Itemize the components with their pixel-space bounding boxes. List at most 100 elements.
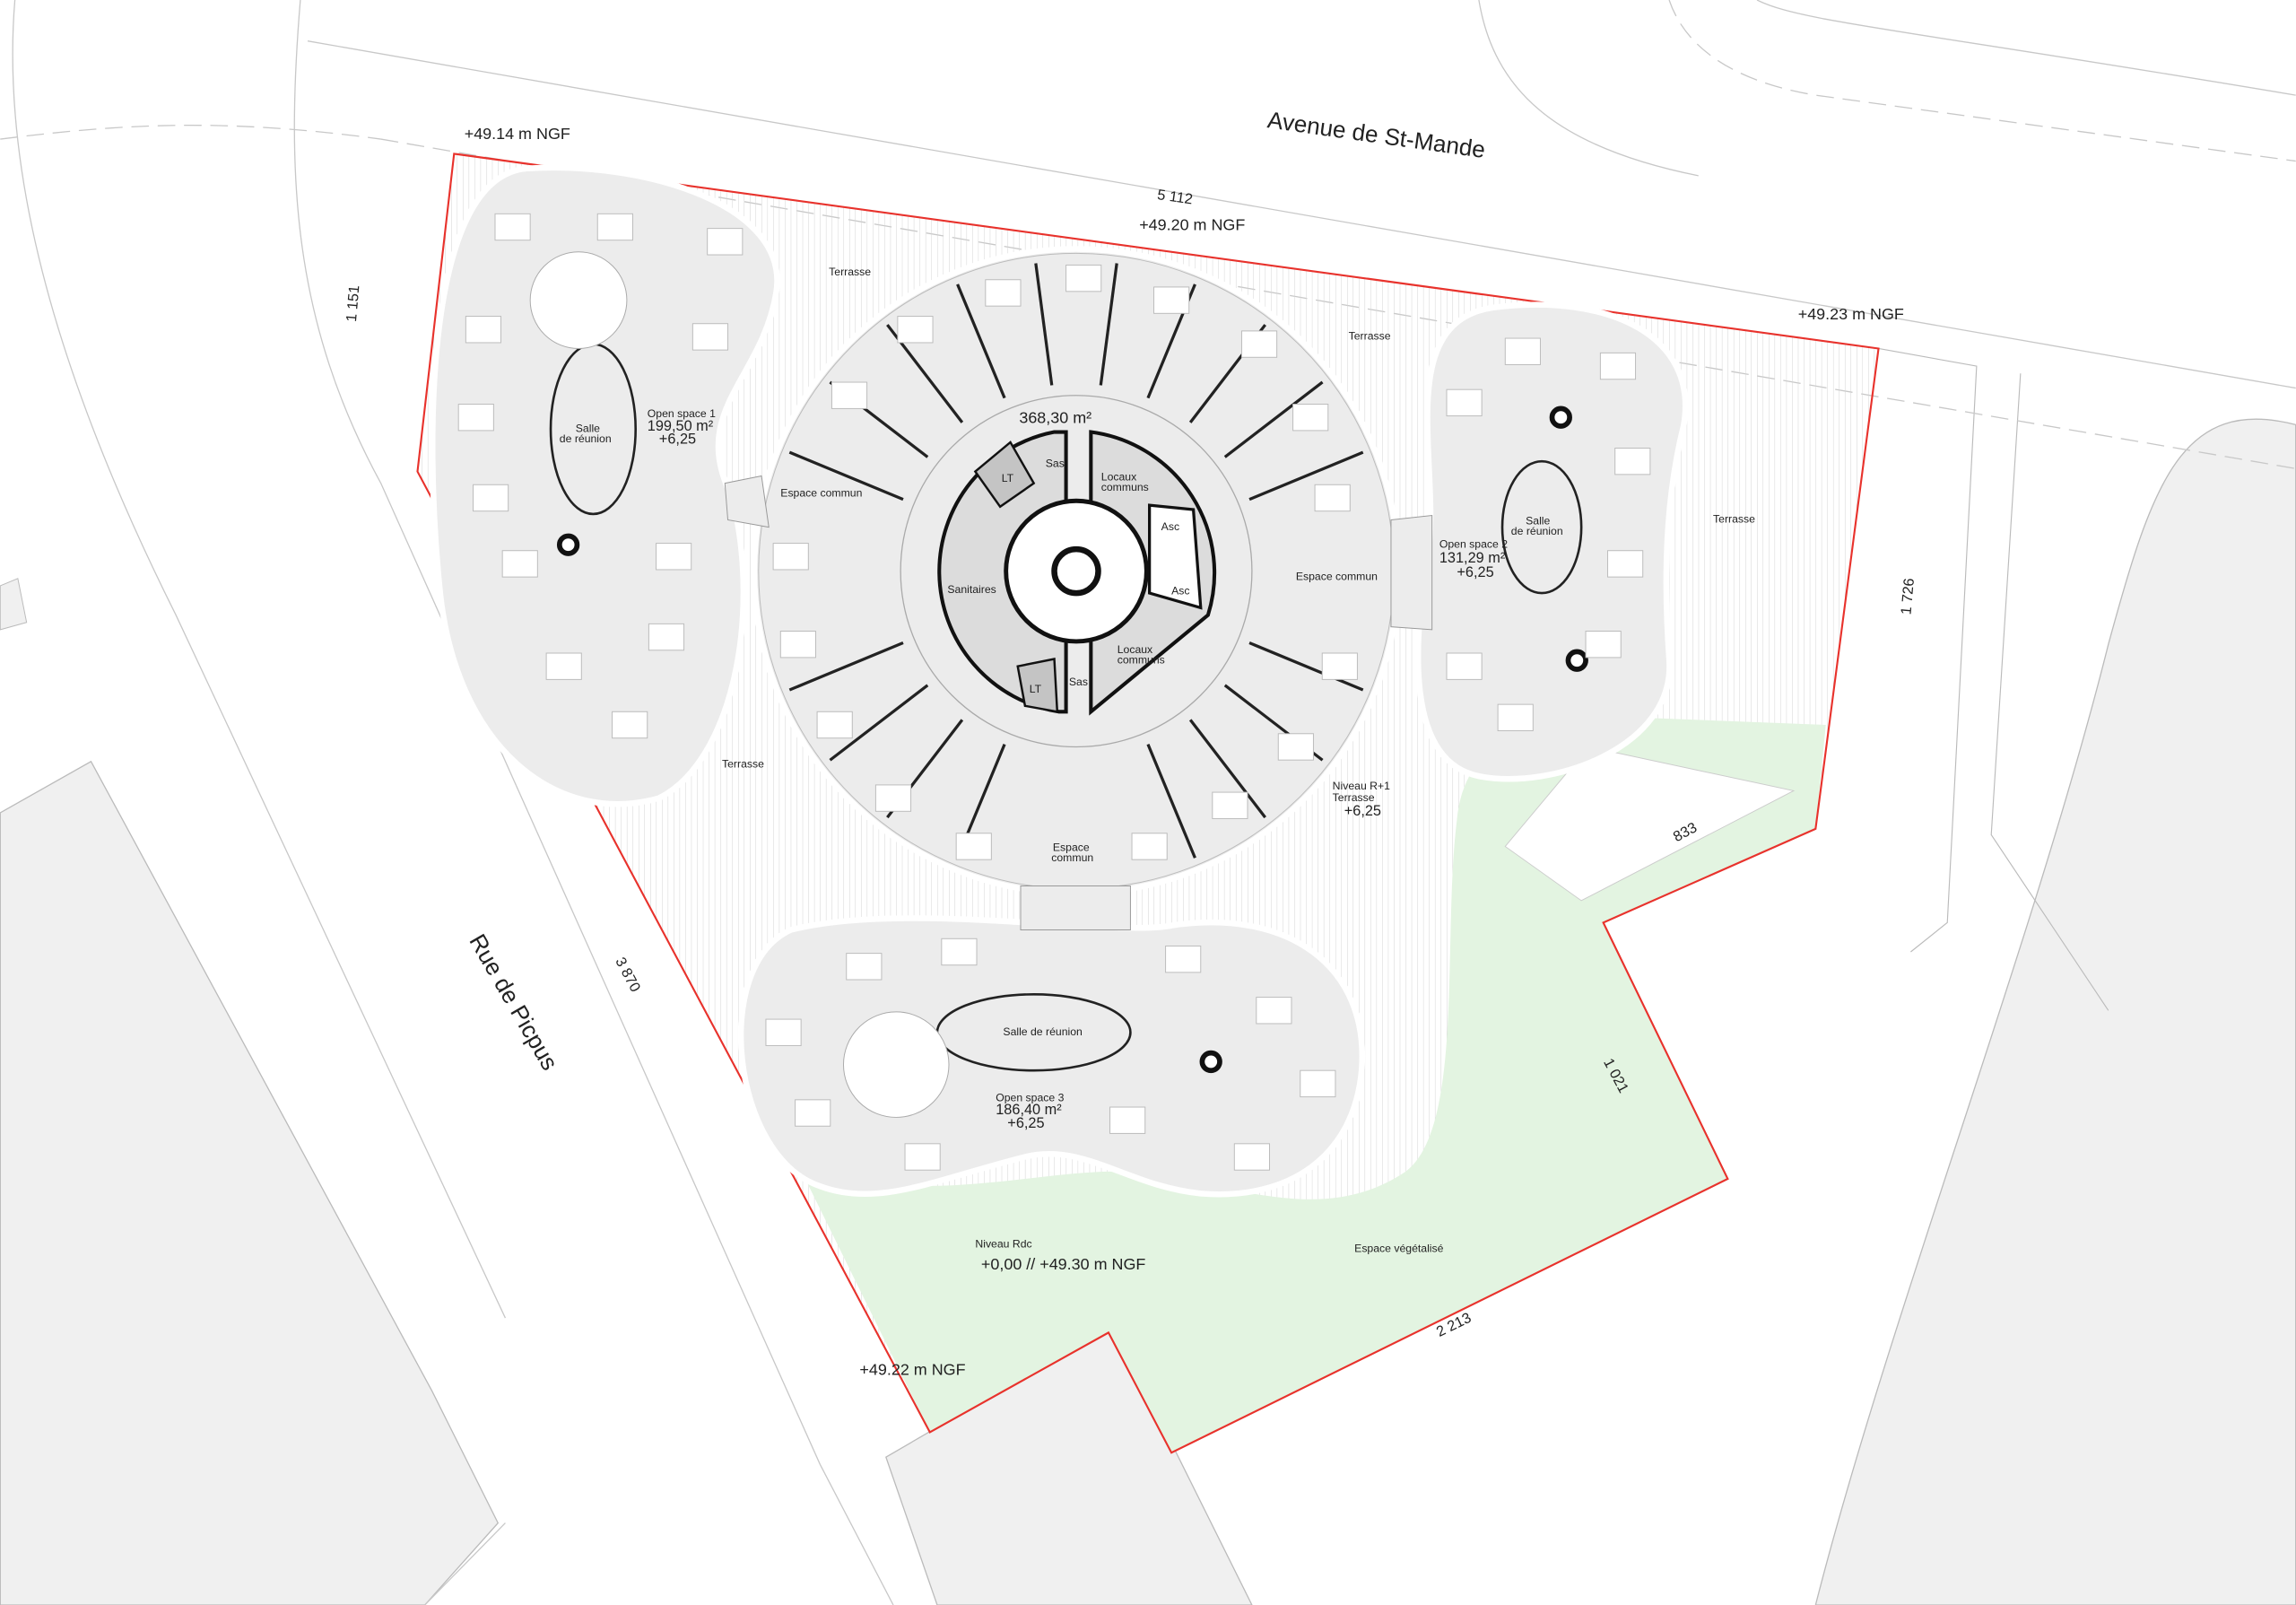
desks <box>457 213 1651 1171</box>
desk-cluster <box>1240 330 1278 358</box>
desk-cluster <box>765 1018 802 1046</box>
partition-wall <box>1248 450 1364 502</box>
desk-cluster <box>904 1143 941 1171</box>
desk-cluster <box>612 711 648 739</box>
ngf-sw: +49.22 m NGF <box>859 1361 965 1379</box>
rdc-value: +0,00 // +49.30 m NGF <box>981 1255 1145 1273</box>
room-locaux-bottom-1: Locaux <box>1118 643 1152 656</box>
street-west: Rue de Picpus <box>464 929 563 1075</box>
desk-cluster <box>897 316 934 344</box>
desk-cluster <box>1153 286 1190 314</box>
partition-wall <box>788 450 904 502</box>
desk-cluster <box>955 833 992 860</box>
desk-cluster <box>1292 404 1329 432</box>
partition-wall <box>1248 641 1364 692</box>
desk-cluster <box>545 652 582 680</box>
dim-west-top: 1 151 <box>344 284 362 322</box>
desk-cluster <box>648 623 685 651</box>
central-area: 368,30 m² <box>1019 409 1091 427</box>
desk-cluster <box>1504 337 1541 365</box>
desk-cluster <box>1165 945 1202 973</box>
os1-meeting-2: de réunion <box>560 432 612 445</box>
os3-level: +6,25 <box>1007 1115 1044 1131</box>
desk-cluster <box>1446 388 1483 417</box>
desk-cluster <box>1277 733 1314 761</box>
terrasse-4: Terrasse <box>722 757 764 770</box>
partition-wall <box>788 641 904 692</box>
os2-name: Open space 2 <box>1439 537 1508 550</box>
partition-wall <box>1034 263 1054 386</box>
open-space-1 <box>430 164 780 807</box>
desk-cluster <box>779 631 816 659</box>
partition-wall <box>829 684 929 762</box>
desk-cluster <box>1065 264 1102 292</box>
espace-vegetalise: Espace végétalisé <box>1354 1243 1443 1255</box>
os1-area: 199,50 m² <box>648 418 714 434</box>
desk-cluster <box>1256 997 1292 1025</box>
desk-cluster <box>772 543 809 571</box>
desk-cluster <box>457 404 494 432</box>
open-space-3 <box>737 915 1366 1198</box>
desk-cluster <box>656 543 692 571</box>
os1-meeting-1: Salle <box>576 423 600 435</box>
desk-cluster <box>1131 833 1168 860</box>
r1-value: +6,25 <box>1344 803 1381 819</box>
desk-cluster <box>1614 447 1651 475</box>
os1-level: +6,25 <box>659 432 696 448</box>
desk-cluster <box>465 316 502 344</box>
room-locaux-top-1: Locaux <box>1101 470 1136 483</box>
ngf-ne: +49.23 m NGF <box>1798 305 1904 323</box>
desk-cluster <box>707 228 744 256</box>
partition-wall <box>1188 719 1266 819</box>
r1-terrasse: Terrasse <box>1333 791 1375 804</box>
corridors <box>724 475 1433 930</box>
terrasse-1: Terrasse <box>829 266 871 278</box>
desk-cluster <box>1446 652 1483 680</box>
desk-cluster <box>1607 550 1644 578</box>
desk-cluster <box>816 711 853 739</box>
ngf-nw: +49.14 m NGF <box>465 125 570 143</box>
room-sanitaires: Sanitaires <box>947 583 996 596</box>
room-locaux-top-2: communs <box>1101 481 1149 493</box>
desk-cluster <box>846 953 883 981</box>
partition-wall <box>1146 744 1196 859</box>
desk-cluster <box>1314 484 1351 512</box>
os2-level: +6,25 <box>1457 564 1493 580</box>
room-asc-2: Asc <box>1171 585 1189 598</box>
terrasse-3: Terrasse <box>1713 513 1755 526</box>
os3-meeting: Salle de réunion <box>1003 1025 1083 1038</box>
room-sas-bottom: Sas <box>1069 676 1088 688</box>
room-asc-1: Asc <box>1161 520 1179 533</box>
desk-cluster <box>941 938 978 966</box>
desk-cluster <box>1599 352 1637 380</box>
rdc-label: Niveau Rdc <box>975 1238 1031 1251</box>
dim-north: 5 112 <box>1156 187 1194 207</box>
desk-cluster <box>1497 703 1534 732</box>
partition-wall <box>1223 380 1324 458</box>
desk-cluster <box>1300 1069 1336 1098</box>
street-north: Avenue de St-Mande <box>1265 106 1487 163</box>
open-space-2 <box>1414 301 1689 782</box>
desk-cluster <box>1233 1143 1270 1171</box>
desk-cluster <box>831 381 868 409</box>
site-boundary <box>416 153 1880 1454</box>
dim-east: 1 726 <box>1898 578 1917 615</box>
os2-meeting-1: Salle <box>1526 514 1550 527</box>
room-lt-bottom: LT <box>1030 683 1042 695</box>
room-sas-top: Sas <box>1046 458 1065 470</box>
room-lt-top: LT <box>1002 472 1014 484</box>
desk-cluster <box>795 1099 831 1127</box>
ngf-n: +49.20 m NGF <box>1139 215 1245 233</box>
desk-cluster <box>1321 652 1358 680</box>
os3-name: Open space 3 <box>996 1091 1064 1103</box>
partition-wall <box>956 283 1006 399</box>
desk-cluster <box>1109 1106 1146 1134</box>
espace-commun-south-2: commun <box>1051 851 1093 864</box>
desk-cluster <box>1212 791 1248 819</box>
terrasse-2: Terrasse <box>1349 330 1391 343</box>
green-cutout <box>1504 746 1796 902</box>
room-locaux-bottom-2: communs <box>1118 653 1165 666</box>
espace-commun-east: Espace commun <box>1296 570 1378 582</box>
desk-cluster <box>985 279 1022 307</box>
desk-cluster <box>494 213 531 241</box>
